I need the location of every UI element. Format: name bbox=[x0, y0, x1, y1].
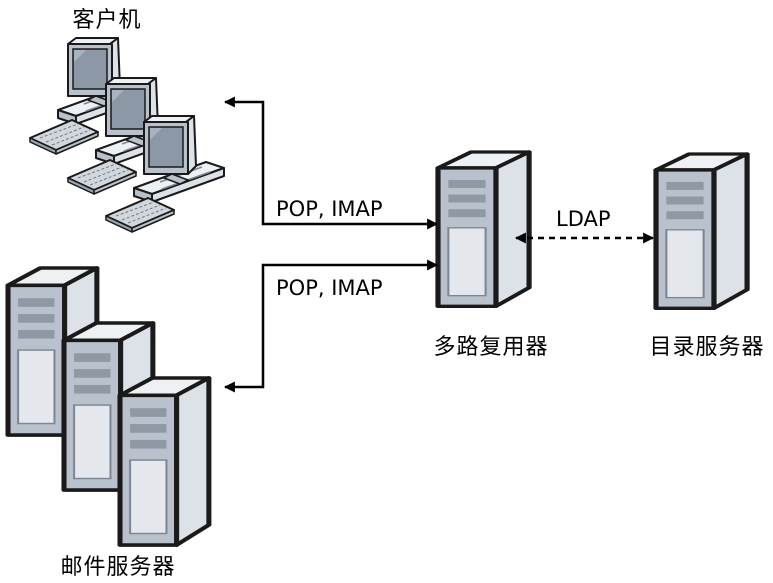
multiplexer-node: 多路复用器 bbox=[433, 152, 548, 360]
mail-servers-label: 邮件服务器 bbox=[60, 555, 175, 580]
clients-node: 客户机 bbox=[29, 8, 225, 233]
client-link-connector bbox=[223, 96, 439, 230]
server-tower-icon bbox=[656, 154, 747, 308]
clients-label: 客户机 bbox=[72, 8, 141, 33]
client-link-edge: POP, IMAP bbox=[223, 96, 439, 230]
directory-server-label: 目录服务器 bbox=[649, 335, 764, 360]
multiplexer-label: 多路复用器 bbox=[433, 335, 548, 360]
mail-servers-node: 邮件服务器 bbox=[8, 268, 209, 580]
ldap-link-edge: LDAP bbox=[514, 207, 655, 244]
mail-link-label: POP, IMAP bbox=[276, 276, 383, 300]
directory-server-node: 目录服务器 bbox=[649, 154, 764, 360]
client-link-label: POP, IMAP bbox=[276, 197, 383, 221]
server-tower-icon bbox=[438, 152, 529, 306]
ldap-link-label: LDAP bbox=[556, 207, 611, 231]
mail-link-edge: POP, IMAP bbox=[223, 259, 439, 393]
mail-link-connector bbox=[223, 259, 439, 393]
server-tower-icon bbox=[120, 378, 209, 545]
